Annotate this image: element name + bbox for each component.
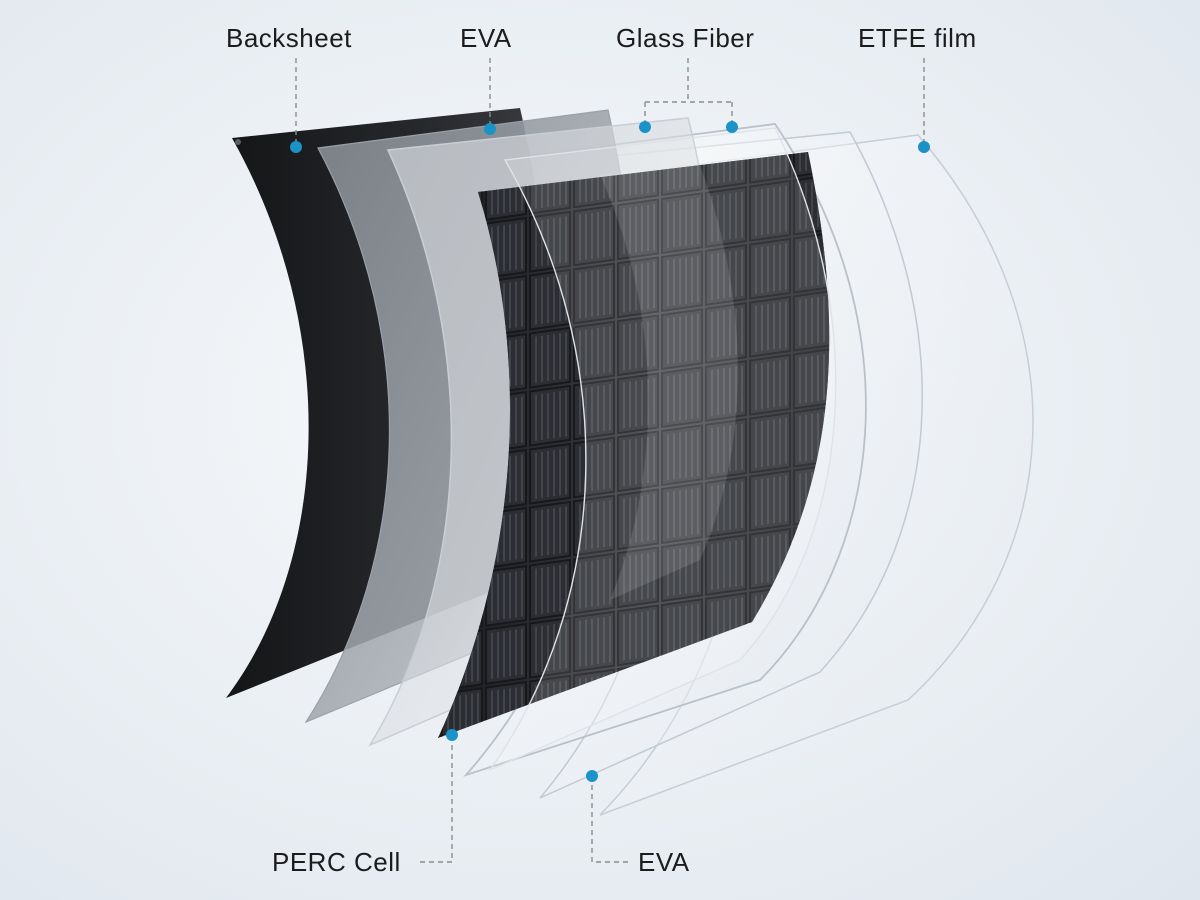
backsheet-label: Backsheet (226, 23, 352, 53)
perc-cell-marker (446, 729, 458, 741)
glass-fiber-leader-line (644, 58, 733, 126)
etfe-film-label: ETFE film (858, 23, 977, 53)
glass-fiber-marker-left (639, 121, 651, 133)
eva-bottom-label: EVA (638, 847, 690, 877)
etfe-film-marker (918, 141, 930, 153)
backsheet-marker (290, 141, 302, 153)
eva-top-marker (484, 123, 496, 135)
eva-bottom-leader-line (591, 776, 630, 863)
backsheet-mount-hole (235, 139, 241, 145)
perc-cell-label: PERC Cell (272, 847, 401, 877)
front-encapsulation-layer (487, 127, 837, 772)
perc-cell-sheen (600, 165, 738, 600)
perc-cell-leader-line (418, 736, 453, 863)
glass-fiber-label: Glass Fiber (616, 23, 755, 53)
eva-top-label: EVA (460, 23, 512, 53)
glass-fiber-marker-right (726, 121, 738, 133)
eva-bottom-marker (586, 770, 598, 782)
